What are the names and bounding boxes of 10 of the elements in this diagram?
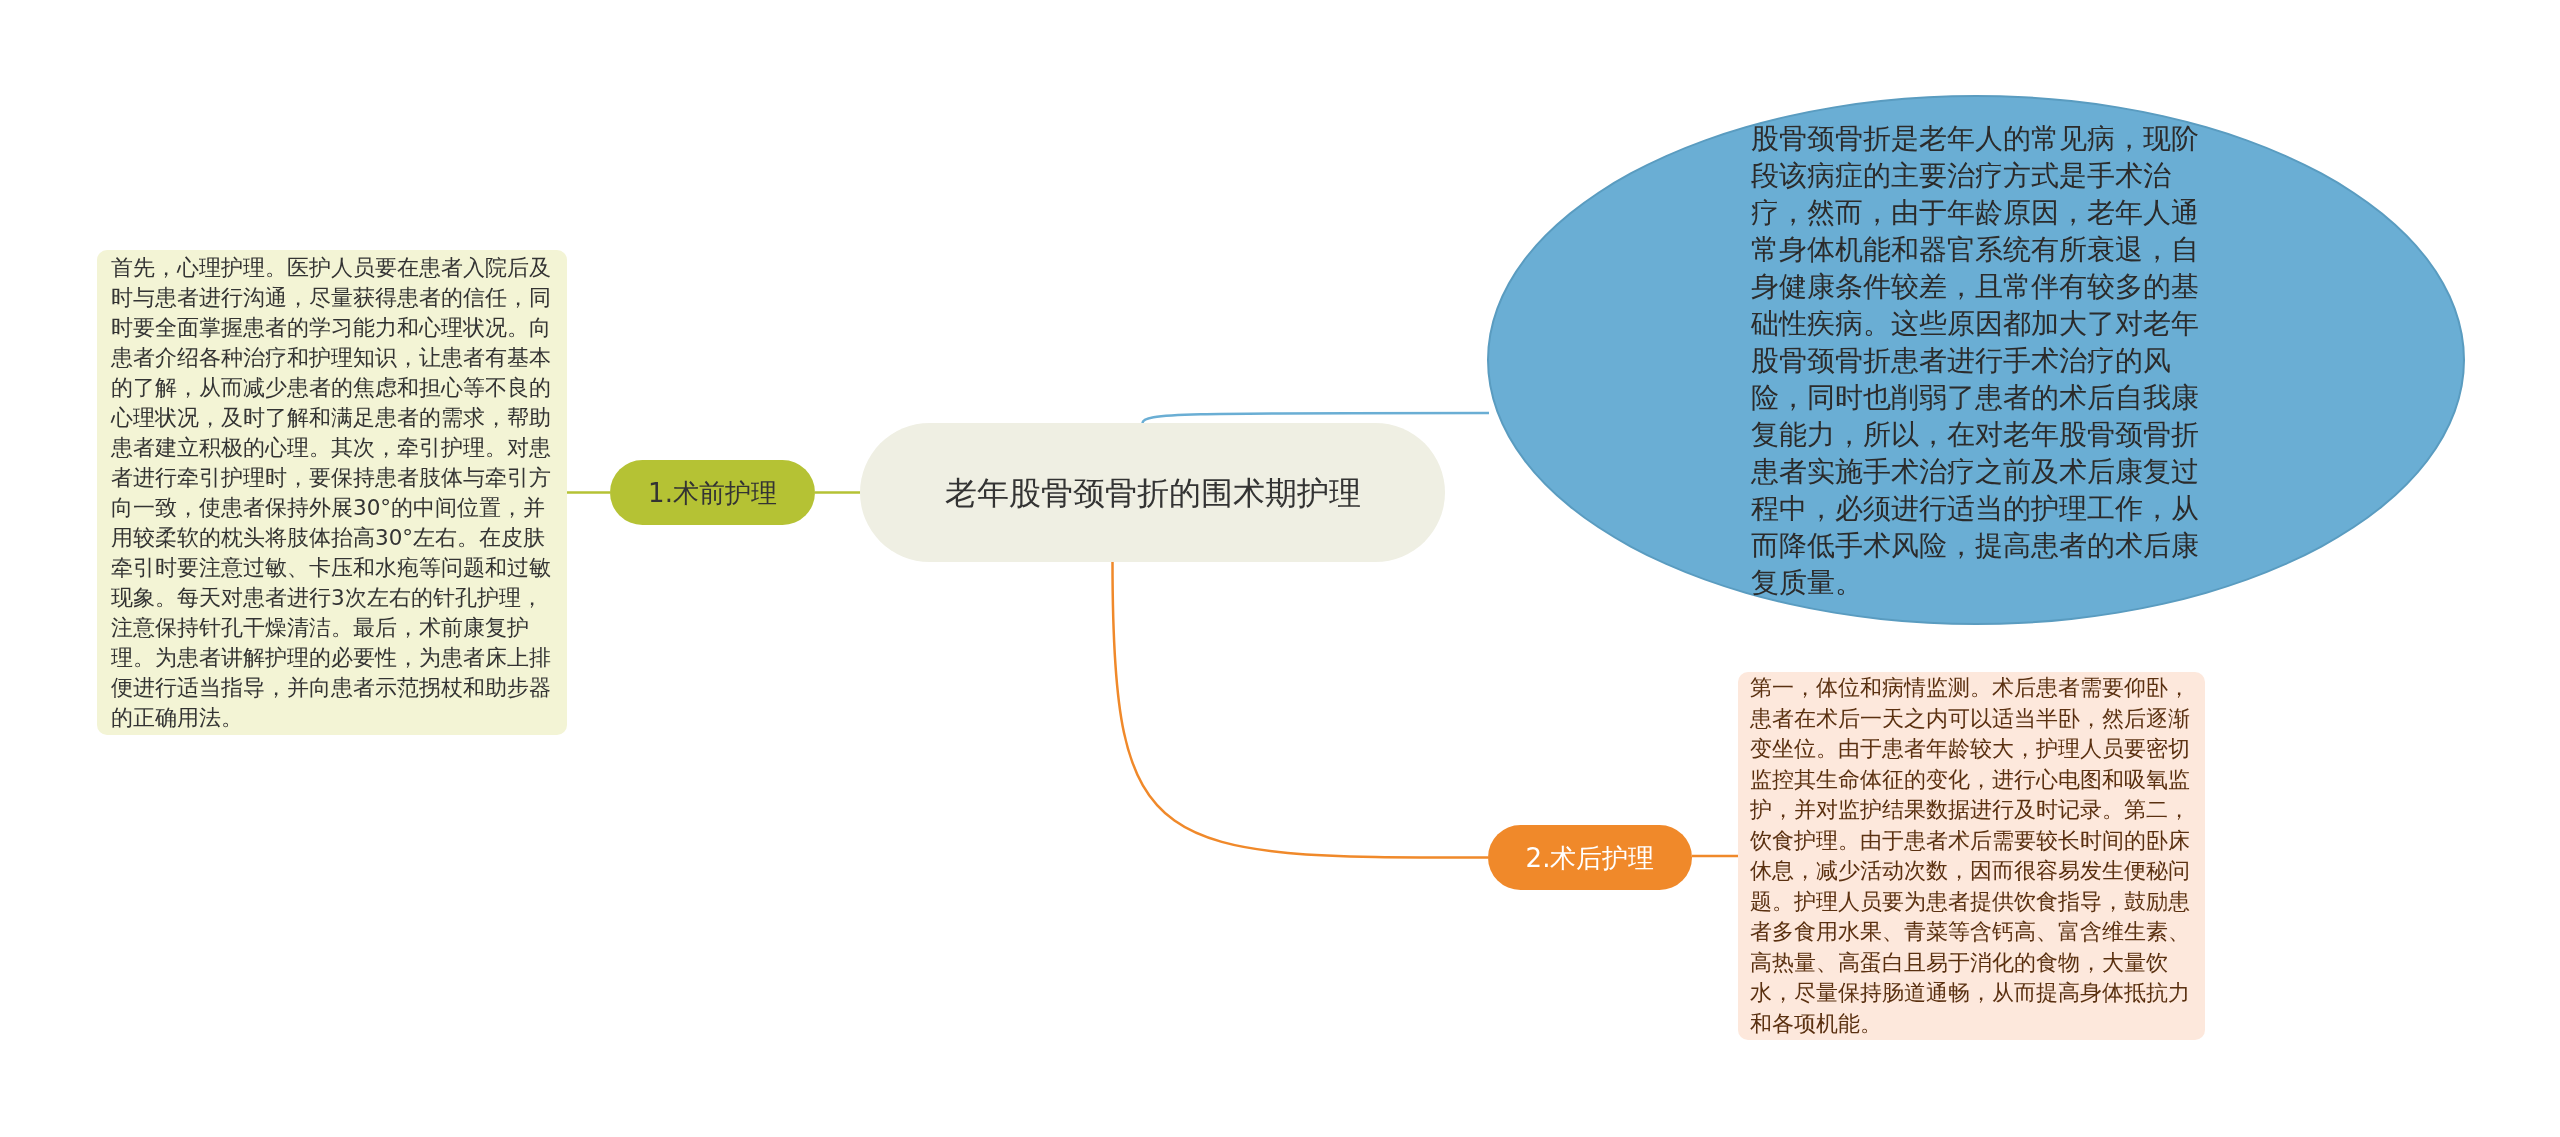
node-text: 1.术前护理 (648, 476, 777, 509)
connector-line (1111, 562, 1488, 859)
node-text: 2.术后护理 (1525, 841, 1655, 874)
connector-line (815, 491, 860, 494)
connector-line (1141, 411, 1489, 424)
node-text: 第一，体位和病情监测。术后患者需要仰卧，患者在术后一天之内可以适当半卧，然后逐渐变坐位。由于患者年龄较大，护理人员要密切监控其生命体征的变化，进行心电图和吸氧监护，并对监护结果数据进行及时记录。第二，饮食护理。由于患者术后需要较长时间的卧床休息，减少活动次数，因而很容易发生便秘问题。护理人员要为患者提供饮食指导，鼓励患者多食用水果、青菜等含钙高、富含维生素、高热量、高蛋白且易于消化的食物，大量饮水，尽量保持肠道通畅，从而提高身体抵抗力和各项机能。 (1750, 674, 2191, 1038)
node-text: 股骨颈骨折是老年人的常见病，现阶段该病症的主要治疗方式是手术治疗，然而，由于年龄原因，老年人通常身体机能和器官系统有所衰退，自身健康条件较差，且常伴有较多的基础性疾病。这些原因都加大了对老年股骨颈骨折患者进行手术治疗的风险，同时也削弱了患者的术后自我康复能力，所以，在对老年股骨颈骨折患者实施手术治疗之前及术后康复过程中，必须进行适当的护理工作，从而降低手术风险，提高患者的术后康复质量。 (1751, 120, 2200, 601)
connector-line (567, 491, 610, 494)
node-text: 老年股骨颈骨折的围术期护理 (944, 472, 1361, 514)
node-text: 首先，心理护理。医护人员要在患者入院后及时与患者进行沟通，尽量获得患者的信任，同时要全面掌握患者的学习能力和心理状况。向患者介绍各种治疗和护理知识，让患者有基本的了解，从而减少患者的焦虑和担心等不良的心理状况，及时了解和满足患者的需求，帮助患者建立积极的心理。其次，牵引护理。对患者进行牵引护理时，要保持患者肢体与牵引方向一致，使患者保持外展30°的中间位置，并用较柔软的枕头将肢体抬高30°左右。在皮肤牵引时要注意过敏、卡压和水疱等问题和过敏现象。每天对患者进行3次左右的针孔护理，注意保持针孔干燥清洁。最后，术前康复护理。为患者讲解护理的必要性，为患者床上排便进行适当指导，并向患者示范拐杖和助步器的正确用法。 (111, 253, 552, 732)
